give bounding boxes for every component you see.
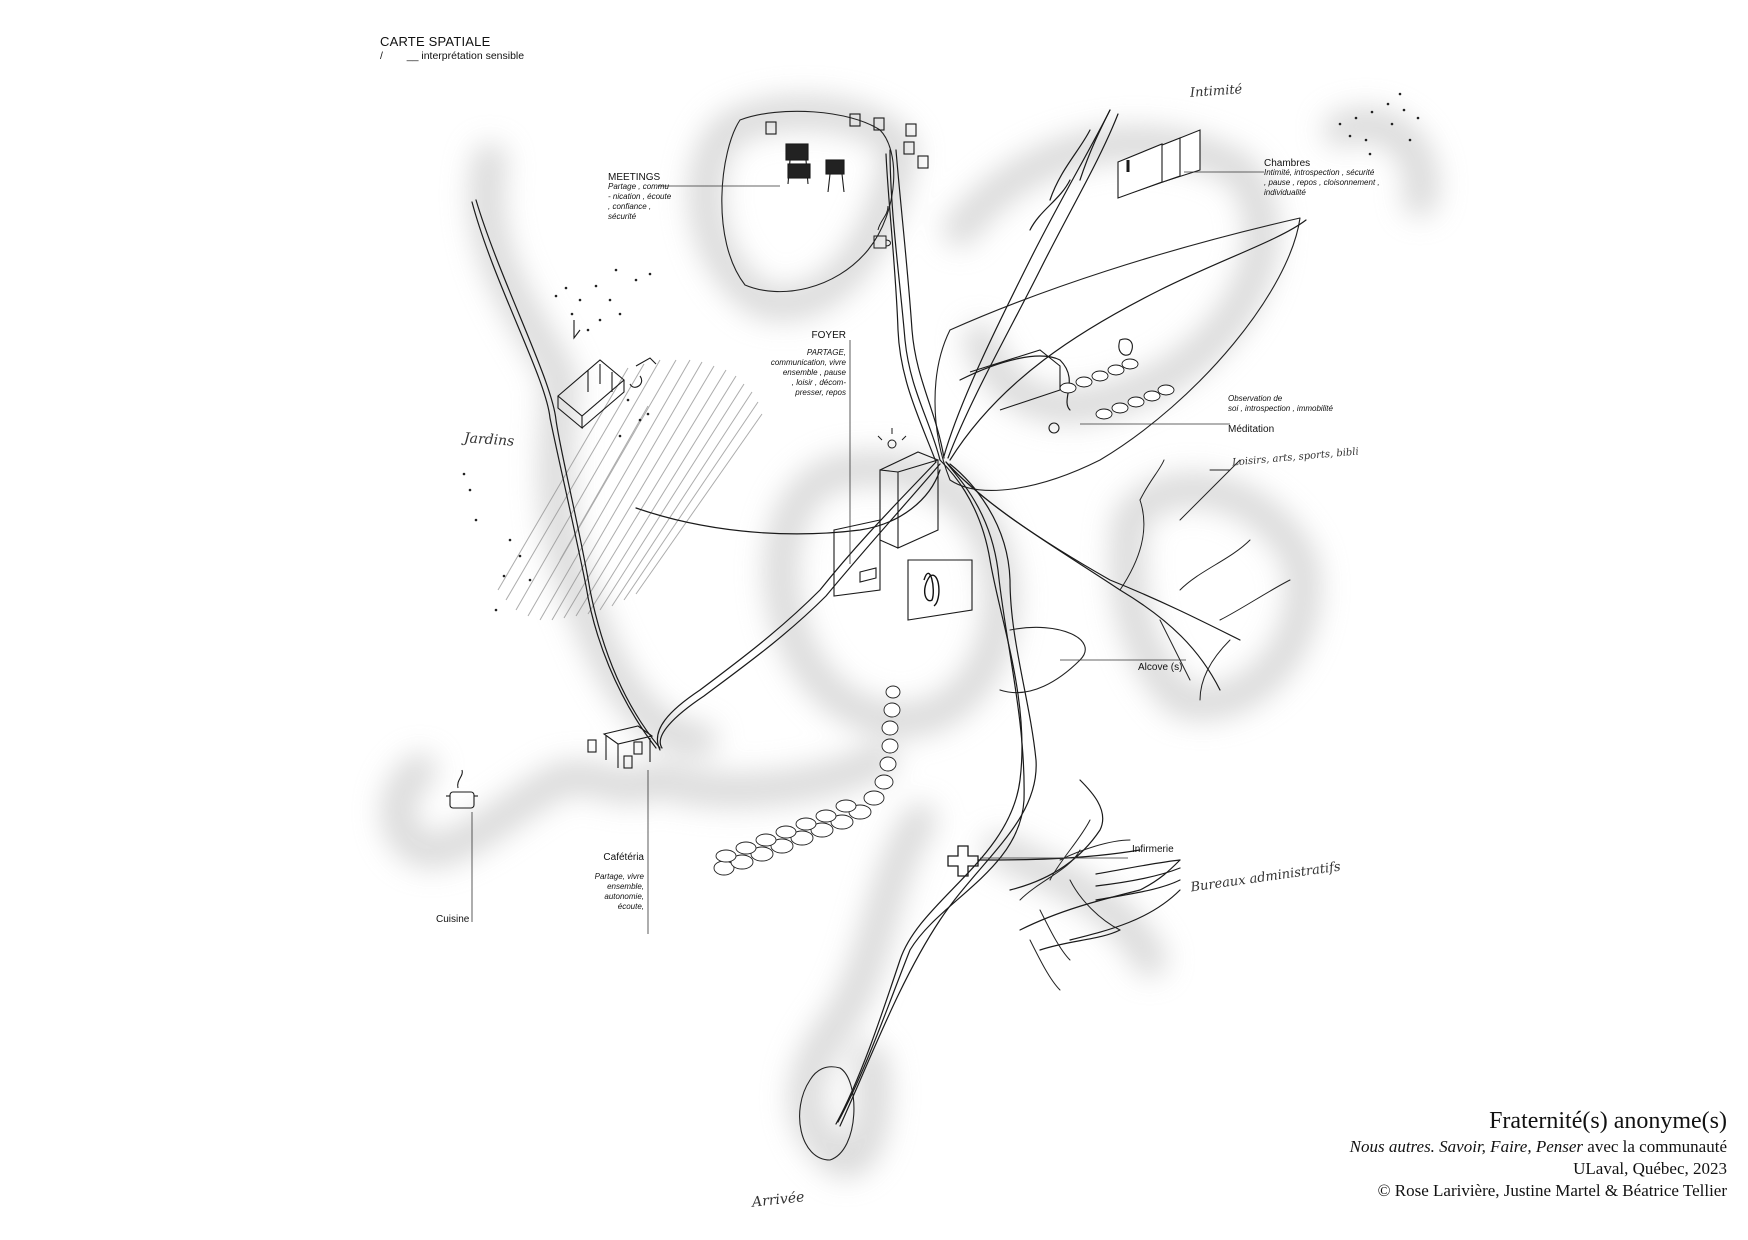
meditation-zone-outline	[934, 217, 1301, 491]
infirmerie-title: Infirmerie	[1132, 844, 1174, 855]
credits-line-institution: ULaval, Québec, 2023	[1573, 1159, 1727, 1178]
subtitle-slash: /	[380, 50, 383, 62]
map-title: CARTE SPATIALE	[380, 34, 491, 49]
subtitle-dash: __	[406, 50, 419, 62]
cafeteria-title: Cafétéria	[603, 852, 644, 863]
path-network	[471, 109, 1307, 1127]
alcove-title: Alcove (s)	[1138, 662, 1183, 673]
project-title: Fraternité(s) anonyme(s)	[1489, 1108, 1727, 1134]
foyer-keywords: PARTAGE, communication, vivre ensemble ,…	[770, 348, 846, 397]
meetings-keywords: Partage , commu - nication , écoute , co…	[608, 182, 672, 221]
chambres-title: Chambres	[1264, 158, 1311, 169]
planter-box	[557, 320, 657, 430]
lamp-icon	[877, 428, 907, 449]
medical-cross-icon	[947, 845, 979, 877]
arrival-loop	[799, 1066, 855, 1161]
subtitle-text: interprétation sensible	[421, 50, 525, 62]
zone-outlines	[721, 110, 1301, 1161]
foyer-structure	[833, 451, 973, 621]
stone-wall	[713, 685, 901, 876]
charcoal-shadows	[381, 95, 1439, 1178]
meditation-figure	[969, 338, 1133, 434]
chambres-keywords: Intimité, introspection , sécurité , pau…	[1264, 168, 1380, 197]
map-subtitle: / __ interprétation sensible	[380, 50, 524, 62]
leader-lines	[471, 171, 1264, 934]
fire-scribble	[923, 572, 940, 607]
garden-dots	[462, 92, 1420, 612]
cafeteria-keywords: Partage, vivre ensemble, autonomie, écou…	[594, 872, 644, 911]
credits-line-authors: © Rose Larivière, Justine Martel & Béatr…	[1377, 1181, 1727, 1200]
course-suffix: avec la communauté	[1583, 1137, 1727, 1156]
meetings-title: MEETINGS	[608, 172, 661, 183]
loisirs-branches	[1119, 459, 1291, 701]
bed-panel-icon	[1117, 129, 1201, 199]
mug-icon	[873, 205, 891, 249]
chair-icon	[765, 113, 929, 193]
course-name: Nous autres. Savoir, Faire, Penser	[1349, 1137, 1584, 1156]
garden-hatching	[497, 359, 763, 621]
infirmerie-branches	[1019, 819, 1131, 991]
cuisine-title: Cuisine	[436, 914, 470, 925]
meditation-wall	[1059, 358, 1175, 420]
pot-icon	[446, 769, 478, 809]
credits-block: Fraternité(s) anonyme(s) Nous autres. Sa…	[1350, 1106, 1727, 1202]
table-icon	[587, 725, 654, 769]
meditation-keywords: Observation de soi , introspection , imm…	[1228, 394, 1333, 413]
credits-line-course: Nous autres. Savoir, Faire, Penser avec …	[1350, 1136, 1727, 1158]
meetings-zone-outline	[721, 110, 895, 293]
foyer-title: FOYER	[811, 330, 846, 341]
meditation-title: Méditation	[1228, 424, 1275, 435]
handwritten-jardins: Jardins	[463, 430, 515, 450]
